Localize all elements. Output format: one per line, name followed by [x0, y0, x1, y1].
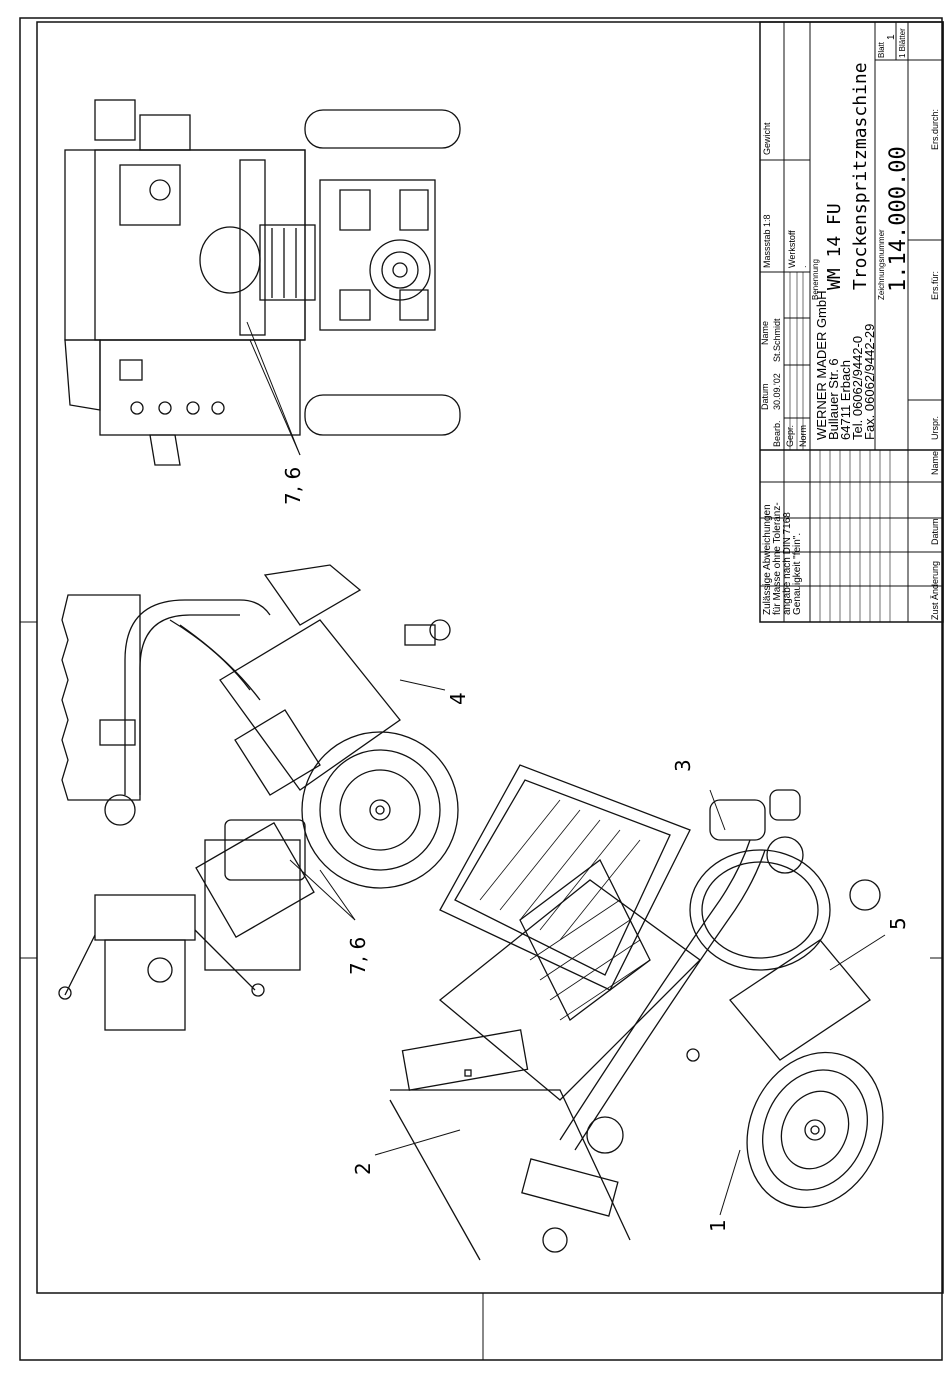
callout-3: 3 [671, 759, 695, 772]
weight-label: Gewicht [762, 122, 772, 155]
callout-leaders [246, 321, 886, 1216]
company-street: Bullauer Str. 6 [826, 358, 841, 440]
designation-product: Trockenspritzmaschine [850, 62, 871, 290]
rev-zust-label: Zust [930, 602, 940, 620]
rev-datum-label: Datum [930, 518, 940, 545]
approval-name-header: Name [760, 321, 770, 345]
callout-2: 2 [351, 1162, 375, 1175]
callout-7-6-top: 7, 6 [281, 467, 305, 505]
material-value: . [798, 265, 808, 268]
outer-border [19, 17, 943, 1361]
approval-bearb-date: 30.09.'02 [772, 373, 782, 410]
approval-datum-header: Datum [760, 383, 770, 410]
tolerance-line-2: für Masse ohne Toleranz- [772, 502, 783, 615]
drawing-number-value: 1.14.000.00 [886, 146, 911, 292]
callout-1: 1 [706, 1219, 730, 1232]
tolerance-line-1: Zulässige Abweichungen [762, 504, 773, 615]
company-tel: Tel. 06062/9442-0 [850, 336, 865, 440]
company-city: 64711 Erbach [838, 360, 853, 440]
tolerance-line-3: angabe nach DIN 7168 [782, 512, 793, 615]
designation-model: WM 14 FU [824, 203, 845, 290]
rev-ersfuer-label: Ers.für: [930, 271, 940, 300]
blatt-value: 1 [886, 34, 897, 40]
rev-name-label: Name [930, 451, 940, 475]
callout-7-6-side: 7, 6 [346, 937, 370, 975]
blatt-label: Blatt [877, 41, 886, 58]
company-name: WERNER MADER GmbH [814, 290, 829, 440]
top-view-drawing [64, 99, 461, 466]
callout-5: 5 [886, 917, 910, 930]
callout-4: 4 [446, 692, 470, 705]
designation-label: Benennung [811, 259, 820, 300]
inner-border [36, 21, 944, 1294]
title-block: Zulässige Abweichungen für Masse ohne To… [759, 21, 944, 623]
material-label: Werkstoff [787, 230, 797, 268]
side-view-drawing [58, 564, 459, 1031]
approval-bearb-name: St.Schmidt [772, 318, 782, 362]
rev-aenderung-label: Änderung [930, 561, 940, 600]
scale-label: Massstab 1:8 [762, 214, 772, 268]
drawing-number-label: Zeichnungsnummer [877, 229, 886, 300]
perspective-view-drawing [389, 764, 884, 1261]
tolerance-line-4: Genauigkeit "fein". [792, 533, 803, 615]
rev-urspr-label: Urspr. [930, 416, 940, 440]
approval-norm-label: Norm [798, 425, 808, 447]
approval-gepr-label: Gepr. [785, 425, 795, 447]
rev-ersdurch-label: Ers.durch: [930, 109, 940, 150]
blaetter-label: 1 Blätter [898, 28, 907, 58]
company-fax: Fax. 06062/9442-29 [862, 324, 877, 440]
approval-bearb-label: Bearb. [772, 420, 782, 447]
